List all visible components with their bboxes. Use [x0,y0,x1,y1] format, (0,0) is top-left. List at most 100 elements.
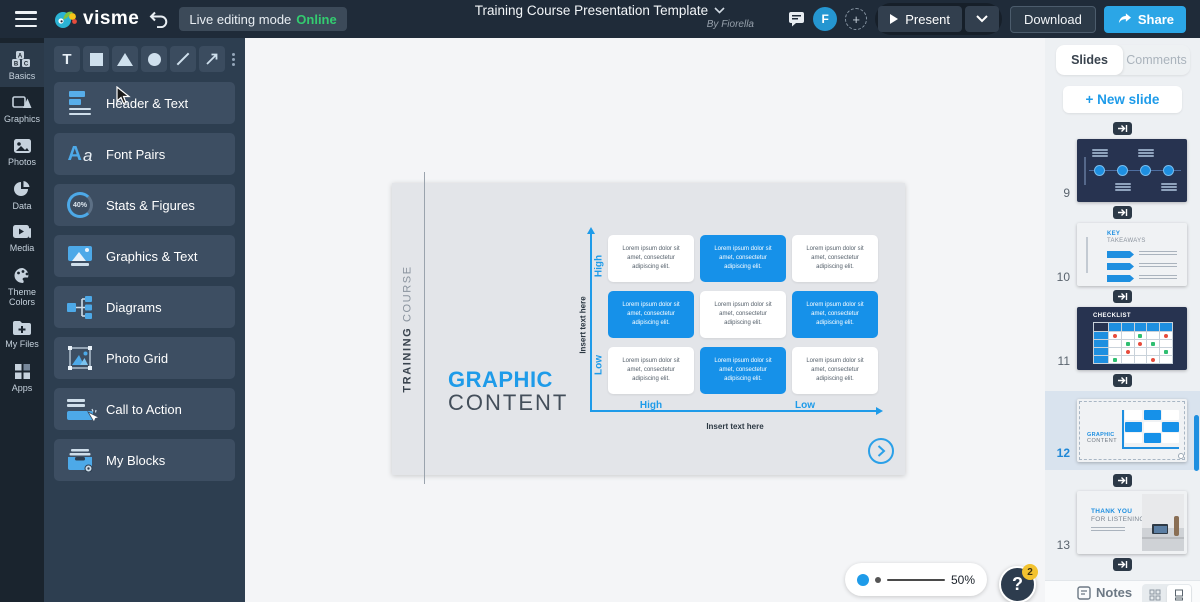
sidebar-item-photos[interactable]: Photos [0,131,44,173]
call-to-action-icon [54,398,106,423]
slide-thumbnail-13[interactable]: THANK YOU FOR LISTENING [1077,491,1187,554]
share-label: Share [1137,11,1174,27]
circle-tool-button[interactable] [141,46,167,72]
download-button[interactable]: Download [1010,5,1096,33]
document-title-block[interactable]: Training Course Presentation Template By… [400,3,800,30]
comments-icon[interactable] [788,11,805,27]
thumbnail-view-toggle [1142,584,1192,602]
my-blocks-icon [54,448,106,472]
document-title: Training Course Presentation Template [474,3,709,18]
slide-thumbnail-10[interactable]: KEY TAKEAWAYS [1077,223,1187,286]
insert-slide-button[interactable] [1113,206,1132,219]
sidebar-item-media[interactable]: Media [0,217,44,259]
new-slide-button[interactable]: + New slide [1063,86,1182,113]
slides-comments-tabs: Slides Comments [1056,45,1190,75]
resize-handle[interactable] [1178,453,1184,459]
list-item-photo-grid[interactable]: Photo Grid [54,337,235,379]
help-button[interactable]: ? 2 [999,564,1038,602]
share-button[interactable]: Share [1103,5,1186,33]
hamburger-menu-icon[interactable] [15,11,37,27]
notes-icon [1077,586,1091,600]
sidebar-item-basics[interactable]: A B C Basics [0,43,44,88]
matrix-cell[interactable]: Lorem ipsum dolor sit amet, consectetur … [608,347,694,394]
slide-heading[interactable]: GRAPHIC CONTENT [448,367,569,416]
add-collaborator-button[interactable]: + [845,8,868,30]
square-icon [89,52,103,66]
svg-text:B: B [14,62,19,68]
list-item-my-blocks[interactable]: My Blocks [54,439,235,481]
matrix-cell[interactable]: Lorem ipsum dolor sit amet, consectetur … [608,235,694,282]
slide-number: 10 [1056,270,1070,284]
notes-label[interactable]: Notes [1096,585,1133,600]
slide-thumbnail-9[interactable] [1077,139,1187,202]
next-slide-button[interactable] [868,438,894,464]
slide-vertical-title[interactable]: TRAINING COURSE [402,265,415,393]
sidebar-item-data[interactable]: Data [0,173,44,217]
play-icon [890,14,899,24]
matrix-y-axis-label: Insert text here [578,296,588,354]
title-menu-chevron-icon[interactable] [714,7,725,14]
chevron-right-icon [877,445,885,457]
insert-slide-button[interactable] [1113,558,1132,571]
triangle-tool-button[interactable] [112,46,138,72]
zoom-slider-track[interactable] [887,578,945,581]
list-item-diagrams[interactable]: Diagrams [54,286,235,328]
canvas[interactable]: TRAINING COURSE GRAPHIC CONTENT High Low… [245,38,1045,602]
grid-view-button[interactable] [1143,585,1167,602]
chevron-down-icon [976,15,988,23]
present-button[interactable]: Present [878,6,963,32]
slide-thumbnail-12[interactable]: GRAPHIC CONTENT [1077,399,1187,462]
insert-slide-button[interactable] [1113,374,1132,387]
list-item-call-to-action[interactable]: Call to Action [54,388,235,430]
undo-button[interactable] [149,11,169,28]
topbar-actions: F + Present Download Share [788,0,1186,38]
slide-divider-line [424,172,425,484]
line-icon [176,52,190,66]
line-tool-button[interactable] [170,46,196,72]
insert-slide-button[interactable] [1113,474,1132,487]
matrix-x-axis-label: Insert text here [706,422,764,431]
insert-slide-button[interactable] [1113,290,1132,303]
matrix-cell[interactable]: Lorem ipsum dolor sit amet, consectetur … [792,291,878,338]
svg-text:A: A [18,54,23,60]
share-icon [1118,13,1131,24]
sidebar-item-theme-colors[interactable]: Theme Colors [0,260,44,314]
more-tools-button[interactable] [232,52,235,66]
arrow-tool-button[interactable] [199,46,225,72]
square-tool-button[interactable] [83,46,109,72]
slide-number: 11 [1057,354,1070,368]
sidebar-item-apps[interactable]: Apps [0,356,44,399]
user-avatar[interactable]: F [813,7,838,31]
sidebar-item-my-files[interactable]: My Files [0,313,44,355]
zoom-slider-handle[interactable] [857,573,869,586]
insert-slide-button[interactable] [1113,122,1132,135]
tab-slides[interactable]: Slides [1056,45,1123,75]
list-item-stats-figures[interactable]: 40% Stats & Figures [54,184,235,226]
notes-bar: Notes [1045,580,1200,602]
list-item-graphics-text[interactable]: Graphics & Text [54,235,235,277]
list-item-header-text[interactable]: Header & Text [54,82,235,124]
matrix-cell[interactable]: Lorem ipsum dolor sit amet, consectetur … [700,235,786,282]
zoom-value: 50% [950,572,975,587]
mode-label: Live editing mode [189,11,292,27]
thumbnail-scrollbar[interactable] [1194,415,1199,471]
matrix-chart[interactable]: High Low Insert text here High Low Inser… [579,227,883,440]
topbar: visme Live editing mode Online Training … [0,0,1200,38]
matrix-cell[interactable]: Lorem ipsum dolor sit amet, consectetur … [792,235,878,282]
matrix-y-top-label: High [593,254,605,278]
triangle-icon [117,52,133,66]
present-options-button[interactable] [965,6,1000,32]
text-tool-button[interactable]: T [54,46,80,72]
list-view-button[interactable] [1167,585,1191,602]
slide-thumbnail-11[interactable]: CHECKLIST [1077,307,1187,370]
sidebar-item-graphics[interactable]: Graphics [0,87,44,130]
visme-logo-icon [55,11,77,28]
matrix-cell[interactable]: Lorem ipsum dolor sit amet, consectetur … [700,347,786,394]
matrix-cell[interactable]: Lorem ipsum dolor sit amet, consectetur … [608,291,694,338]
shape-tools-row: T [44,38,245,78]
tab-comments[interactable]: Comments [1126,53,1187,67]
matrix-cell[interactable]: Lorem ipsum dolor sit amet, consectetur … [700,291,786,338]
visme-logo[interactable]: visme [53,8,139,30]
matrix-cell[interactable]: Lorem ipsum dolor sit amet, consectetur … [792,347,878,394]
